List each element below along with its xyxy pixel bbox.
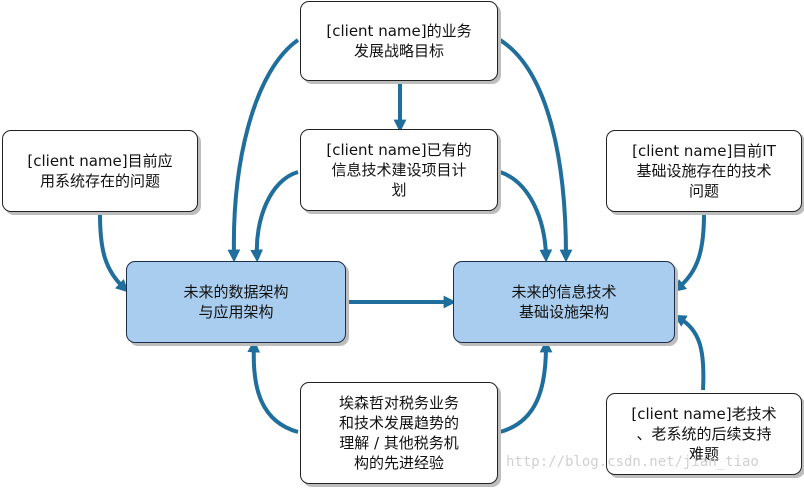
node-legacy-support-issues: [client name]老技术 、老系统的后续支持 难题 xyxy=(606,393,802,475)
arrow-infra-issues-to-infra-arch xyxy=(673,213,706,293)
arrow-legacy-to-infra-arch xyxy=(673,314,706,391)
node-application-issues: [client name]目前应 用系统存在的问题 xyxy=(2,130,198,212)
arrow-strategy-to-data-arch xyxy=(227,38,300,263)
node-it-infrastructure-issues: [client name]目前IT 基础设施存在的技术 问题 xyxy=(606,130,802,212)
node-future-data-application-architecture: 未来的数据架构 与应用架构 xyxy=(126,261,346,343)
watermark-text: http://blog.csdn.net/jian_tiao xyxy=(506,454,759,470)
node-existing-it-projects: [client name]已有的 信息技术建设项目计 划 xyxy=(300,129,498,211)
arrow-projects-to-infra-arch xyxy=(499,170,553,263)
arrow-accenture-to-infra-arch xyxy=(499,339,553,434)
arrow-strategy-to-infra-arch xyxy=(498,38,573,263)
node-accenture-understanding: 埃森哲对税务业务 和技术发展趋势的 理解 / 其他税务机 构的先进经验 xyxy=(300,382,498,484)
arrow-projects-to-data-arch xyxy=(250,170,299,263)
node-business-strategy: [client name]的业务 发展战略目标 xyxy=(300,1,498,81)
node-future-it-infrastructure-architecture: 未来的信息技术 基础设施架构 xyxy=(453,261,675,343)
arrow-accenture-to-data-arch xyxy=(247,339,299,434)
arrow-app-issues-to-data-arch xyxy=(98,213,129,293)
